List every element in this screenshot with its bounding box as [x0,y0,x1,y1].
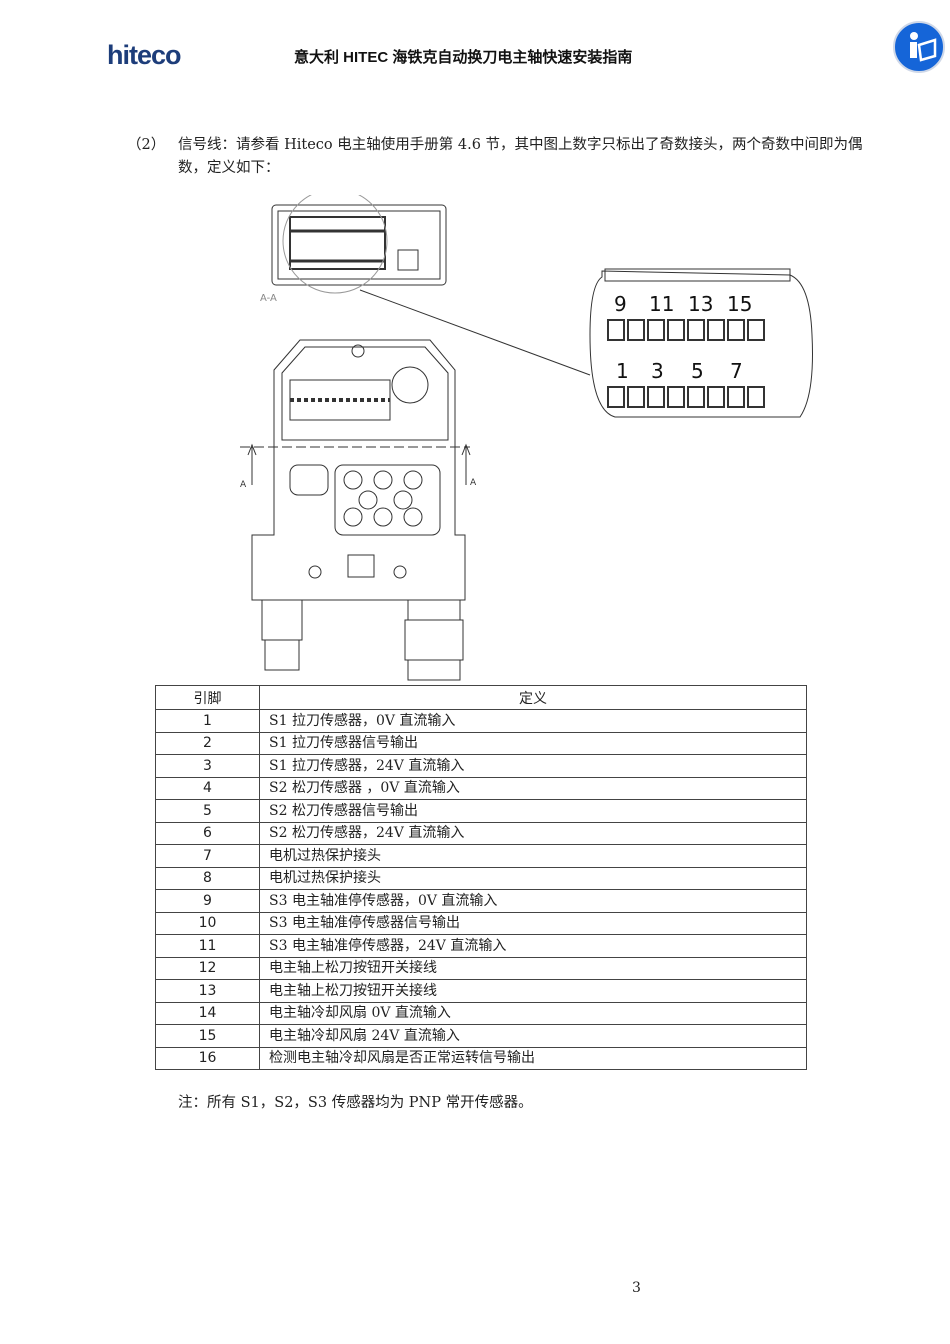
section-label: A-A [260,293,277,304]
definition-cell: 检测电主轴冷却风扇是否正常运转信号输出 [259,1046,807,1070]
hiteco-logo: hiteco [107,40,182,70]
terminal-number-15: 15 [727,292,752,316]
section-view: A-A [260,195,591,376]
terminal-number-9: 9 [614,292,627,316]
terminal-number-3: 3 [651,359,664,383]
pin-cell: 14 [155,1001,260,1025]
pin-cell: 2 [155,731,260,755]
header-title: 意大利 HITEC 海铁克自动换刀电主轴快速安装指南 [294,49,633,66]
note-text: 注：所有 S1，S2，S3 传感器均为 PNP 常开传感器。 [178,1095,533,1111]
terminal-number-11: 11 [649,292,674,316]
arrow-label-left: A [240,480,247,490]
manual-reading-icon [893,21,945,73]
definition-cell: S2 松刀传感器，24V 直流输入 [259,821,807,845]
pin-cell: 9 [155,889,260,913]
definition-cell: S3 电主轴准停传感器，24V 直流输入 [259,934,807,958]
pin-cell: 11 [155,934,260,958]
terminal-top-row [607,319,765,408]
definition-cell: S1 拉刀传感器，24V 直流输入 [259,754,807,778]
definition-cell: 电主轴上松刀按钮开关接线 [259,979,807,1003]
pin-cell: 12 [155,956,260,980]
pin-cell: 6 [155,821,260,845]
housing-view: A A [240,339,477,681]
pin-cell: 1 [155,709,260,733]
definition-cell: 电机过热保护接头 [259,866,807,890]
terminal-number-13: 13 [688,292,713,316]
definition-cell: 电主轴冷却风扇 24V 直流输入 [259,1024,807,1048]
pin-cell: 10 [155,911,260,935]
pin-cell: 15 [155,1024,260,1048]
column-header-pin: 引脚 [155,685,260,710]
definition-cell: S2 松刀传感器信号输出 [259,799,807,823]
paragraph-number: （2） [127,137,166,153]
terminal-detail-view: 9 11 13 15 1 3 5 7 [589,268,813,418]
definition-cell: S2 松刀传感器 ，0V 直流输入 [259,776,807,800]
definition-cell: 电主轴冷却风扇 0V 直流输入 [259,1001,807,1025]
definition-cell: 电机过热保护接头 [259,844,807,868]
definition-cell: 电主轴上松刀按钮开关接线 [259,956,807,980]
pin-cell: 16 [155,1046,260,1070]
pin-cell: 4 [155,776,260,800]
pin-cell: 3 [155,754,260,778]
arrow-label-right: A [470,478,477,488]
definition-cell: S3 电主轴准停传感器信号输出 [259,911,807,935]
definition-cell: S1 拉刀传感器，0V 直流输入 [259,709,807,733]
connector-diagram: A-A A A 9 11 13 15 1 3 5 7 [240,195,813,681]
pin-cell: 13 [155,979,260,1003]
terminal-number-1: 1 [616,359,629,383]
page-number: 3 [632,1280,641,1296]
terminal-number-7: 7 [730,359,743,383]
pin-cell: 8 [155,866,260,890]
paragraph-text: 信号线：请参看 Hiteco 电主轴使用手册第 4.6 节，其中图上数字只标出了… [178,137,863,176]
pin-cell: 7 [155,844,260,868]
terminal-number-5: 5 [691,359,704,383]
column-header-definition: 定义 [259,685,807,710]
pin-cell: 5 [155,799,260,823]
definition-cell: S1 拉刀传感器信号输出 [259,731,807,755]
definition-cell: S3 电主轴准停传感器，0V 直流输入 [259,889,807,913]
